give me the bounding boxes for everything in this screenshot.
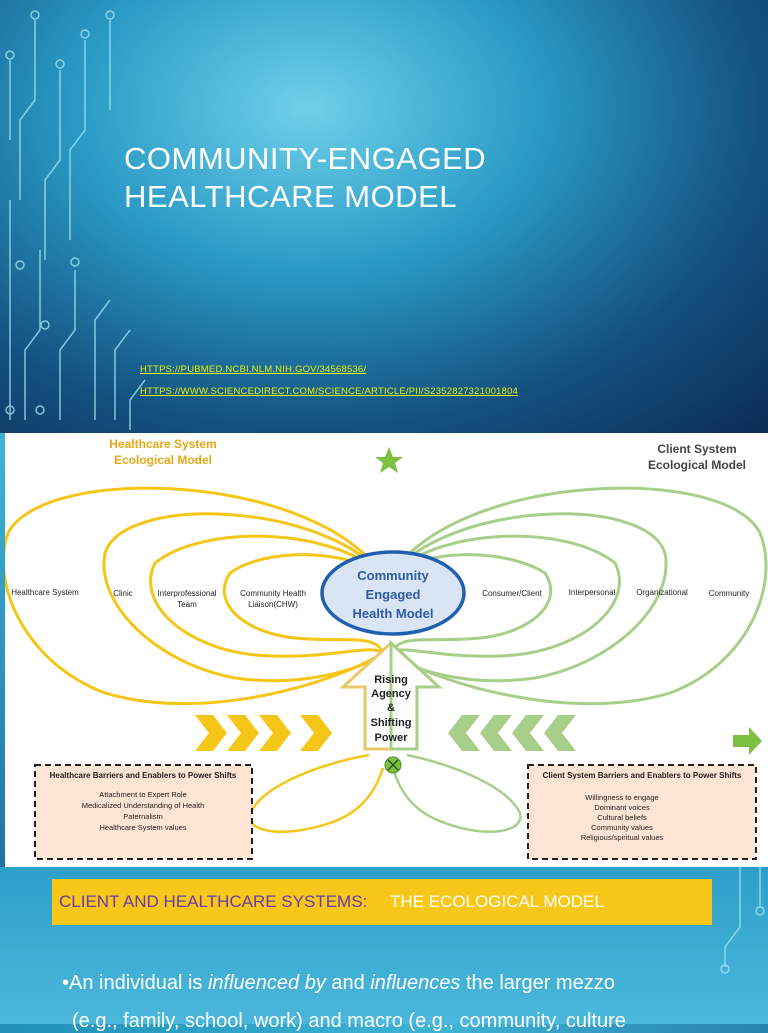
level-consumer-client: Consumer/Client [482, 589, 542, 598]
arrow-text-5: Power [374, 732, 408, 744]
healthcare-barriers-box [34, 764, 253, 860]
client-barrier-3: Cultural beliefs [597, 813, 647, 822]
bullet-line-1: •An individual is influenced by and infl… [62, 972, 615, 994]
sciencedirect-link[interactable]: https://www.sciencedirect.com/science/ar… [140, 386, 519, 397]
banner-text-2: The Ecological Model [390, 892, 604, 911]
healthcare-barrier-3: Paternalism [123, 812, 163, 821]
bullet-text-b: influenced by [207, 972, 326, 994]
client-barrier-4: Community values [591, 823, 653, 832]
section-banner: Client and Healthcare Systems: The Ecolo… [52, 879, 712, 925]
circuit-decoration [5, 10, 146, 430]
bullet-text-a: An individual is [69, 972, 208, 994]
center-model-ellipse [320, 550, 466, 636]
left-chevrons [195, 715, 332, 751]
bullet-text-e: the larger mezzo [460, 972, 615, 994]
pubmed-link[interactable]: https://pubmed.ncbi.nlm.nih.gov/34568536… [140, 364, 367, 375]
level-clinic: Clinic [113, 589, 133, 598]
center-line-2: Engaged [366, 587, 421, 602]
healthcare-barrier-1: Attachment to Expert Role [99, 790, 187, 799]
client-barriers-title: Client System Barriers and Enablers to P… [543, 771, 742, 780]
right-system-title-2: Ecological Model [648, 458, 746, 472]
diagram-svg: Healthcare System Ecological Model Clien… [1, 437, 768, 860]
level-community-health: Community Health [240, 589, 306, 598]
client-feedback-loop [391, 753, 522, 833]
client-barrier-5: Religious/spiritual values [581, 833, 664, 842]
slide-title: Community-Engaged Healthcare Model [124, 141, 487, 214]
right-system-title-1: Client System [657, 442, 736, 456]
right-chevrons [448, 715, 576, 751]
arrow-right-edge [389, 639, 443, 751]
intersection-x-mark [387, 759, 399, 771]
bullet-text-d: influences [370, 972, 461, 994]
client-loops [389, 486, 768, 706]
healthcare-loops [1, 486, 385, 706]
left-system-title-2: Ecological Model [114, 453, 212, 467]
bullet-line-2: (e.g., family, school, work) and macro (… [72, 1010, 626, 1032]
title-area [0, 0, 768, 433]
star-icon [375, 447, 403, 473]
ecological-model-diagram: Healthcare System Ecological Model Clien… [1, 433, 768, 867]
arrow-text-2: Agency [371, 688, 412, 700]
bullet-text-c: and [325, 972, 371, 994]
healthcare-barriers-title: Healthcare Barriers and Enablers to Powe… [50, 771, 237, 780]
level-healthcare-system: Healthcare System [11, 588, 79, 597]
level-interprofessional: Interprofessional [157, 589, 216, 598]
next-arrow-icon [733, 727, 762, 755]
client-barrier-1: Willingness to engage [585, 793, 658, 802]
arrow-text-4: Shifting [371, 717, 412, 729]
level-community: Community [709, 589, 749, 598]
arrow-text-3: & [387, 702, 395, 714]
level-team: Team [177, 600, 197, 609]
client-barriers-box [527, 764, 757, 860]
client-barrier-2: Dominant voices [594, 803, 650, 812]
bottom-circuit-decoration [720, 867, 765, 974]
center-line-3: Health Model [353, 606, 434, 621]
level-organizational: Organizational [636, 588, 688, 597]
healthcare-barrier-2: Medicalized Understanding of Health [82, 801, 205, 810]
arrow-text-1: Rising [374, 674, 408, 686]
healthcare-barrier-4: Healthcare System values [99, 823, 186, 832]
level-liaison-chw: Liaison(CHW) [248, 600, 298, 609]
banner-text-1: Client and Healthcare Systems: [59, 892, 368, 911]
center-line-1: Community [357, 568, 429, 583]
level-interpersonal: Interpersonal [569, 588, 616, 597]
healthcare-feedback-loop [248, 753, 385, 833]
left-system-title-1: Healthcare System [109, 437, 216, 451]
